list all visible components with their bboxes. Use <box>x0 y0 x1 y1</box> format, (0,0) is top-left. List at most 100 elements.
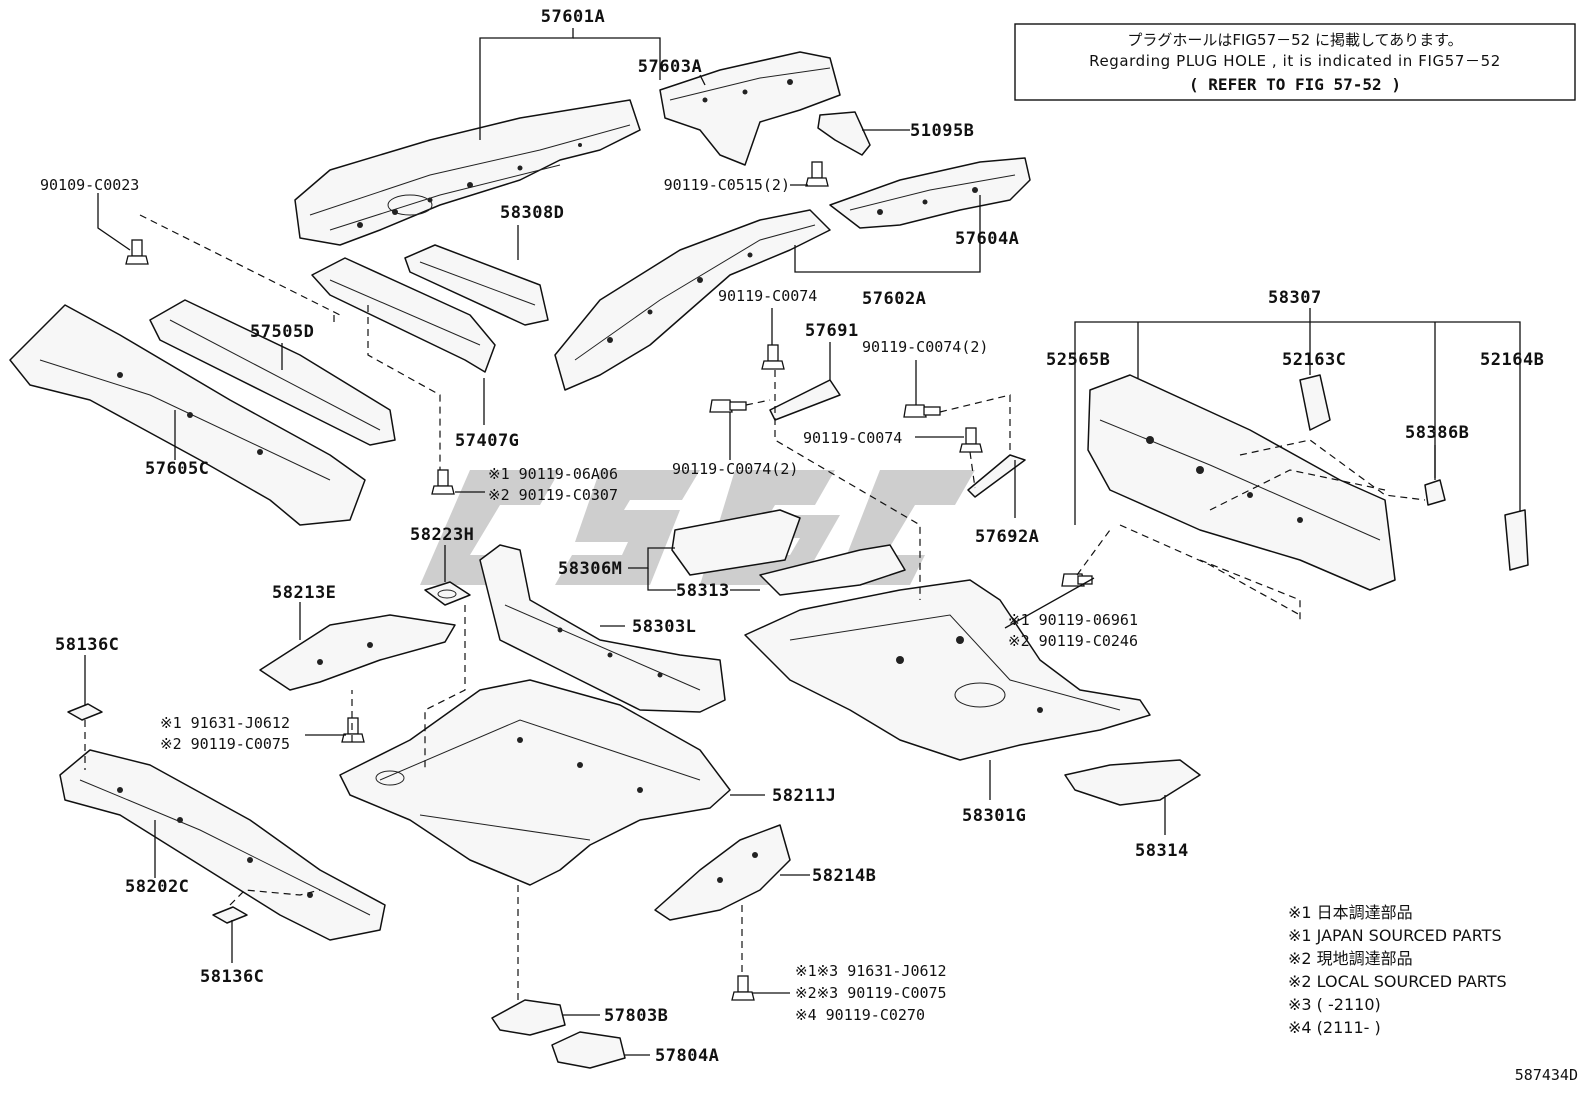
leader-lines <box>84 28 1521 1056</box>
part-57605C-crossmember[interactable] <box>9 304 366 526</box>
label-90119-C0075-a[interactable]: ※2 90119-C0075 <box>160 735 290 753</box>
label-57603A[interactable]: 57603A <box>638 57 702 77</box>
note-line-ref: ( REFER TO FIG 57-52 ) <box>1189 75 1401 94</box>
part-57604A-rail[interactable] <box>829 157 1031 229</box>
label-52565B[interactable]: 52565B <box>1046 350 1110 370</box>
label-90119-C0270[interactable]: ※4 90119-C0270 <box>795 1006 925 1024</box>
legend-line-1: ※1 日本調達部品 <box>1288 903 1413 922</box>
part-58308D-panel[interactable] <box>404 244 549 326</box>
part-58211J-center-floor[interactable] <box>339 679 731 886</box>
label-57604A[interactable]: 57604A <box>955 229 1019 249</box>
label-91631-J0612-a[interactable]: ※1 91631-J0612 <box>160 714 290 732</box>
label-57602A[interactable]: 57602A <box>862 289 926 309</box>
bolt-icon <box>805 161 829 187</box>
part-57804A-plate[interactable] <box>551 1031 626 1069</box>
label-52164B[interactable]: 52164B <box>1480 350 1544 370</box>
bolt-icon <box>959 427 983 453</box>
label-58314[interactable]: 58314 <box>1135 841 1189 861</box>
label-57605C[interactable]: 57605C <box>145 459 209 479</box>
legend-line-2: ※1 JAPAN SOURCED PARTS <box>1288 926 1502 945</box>
label-58307[interactable]: 58307 <box>1268 288 1322 308</box>
label-90119-C0074-b[interactable]: 90119-C0074 <box>803 429 902 447</box>
legend-line-6: ※4 (2111- ) <box>1288 1018 1381 1037</box>
bolt-icon <box>731 975 755 1001</box>
bolt-icon <box>709 399 747 413</box>
label-90119-C0074-2-a[interactable]: 90119-C0074(2) <box>862 338 988 356</box>
label-90119-06961[interactable]: ※1 90119-06961 <box>1008 611 1138 629</box>
part-58136C-pad-upper[interactable] <box>67 703 103 721</box>
part-58213E-panel[interactable] <box>259 614 456 691</box>
part-51095B-plate[interactable] <box>817 111 871 156</box>
legend-line-5: ※3 ( -2110) <box>1288 995 1381 1014</box>
bolt-icon <box>431 469 455 495</box>
part-52164B-bracket[interactable] <box>1504 509 1529 571</box>
label-52163C[interactable]: 52163C <box>1282 350 1346 370</box>
label-58214B[interactable]: 58214B <box>812 866 876 886</box>
legend-line-4: ※2 LOCAL SOURCED PARTS <box>1288 972 1507 991</box>
label-57505D[interactable]: 57505D <box>250 322 314 342</box>
part-58136C-pad-lower[interactable] <box>212 906 248 924</box>
part-58307-back-panel[interactable] <box>1087 374 1396 591</box>
label-58136C-upper[interactable]: 58136C <box>55 635 119 655</box>
part-58386B-clip[interactable] <box>1424 479 1446 506</box>
part-58314-panel[interactable] <box>1064 759 1201 806</box>
part-57602A-rail[interactable] <box>554 209 831 391</box>
label-57691[interactable]: 57691 <box>805 321 859 341</box>
part-58223H-gasket[interactable] <box>424 581 471 606</box>
sourcing-legend: ※1 日本調達部品 ※1 JAPAN SOURCED PARTS ※2 現地調達… <box>1288 903 1507 1037</box>
label-90119-C0246[interactable]: ※2 90119-C0246 <box>1008 632 1138 650</box>
part-57692A-bracket[interactable] <box>967 454 1026 498</box>
part-57407G-member[interactable] <box>311 257 496 373</box>
part-57803B-plate[interactable] <box>491 999 566 1036</box>
label-51095B[interactable]: 51095B <box>910 121 974 141</box>
label-91631-J0612-b[interactable]: ※1※3 91631-J0612 <box>795 962 947 980</box>
label-58313[interactable]: 58313 <box>676 581 730 601</box>
label-58386B[interactable]: 58386B <box>1405 423 1469 443</box>
label-90109-C0023[interactable]: 90109-C0023 <box>40 176 139 194</box>
bolt-icon <box>125 239 149 265</box>
part-52163C-bracket[interactable] <box>1299 374 1331 431</box>
part-58214B-panel[interactable] <box>654 824 791 921</box>
part-58202C-crossmember[interactable] <box>59 749 386 941</box>
label-58211J[interactable]: 58211J <box>772 786 836 806</box>
label-58136C-lower[interactable]: 58136C <box>200 967 264 987</box>
bolt-icon <box>341 717 365 743</box>
plug-hole-note: プラグホールはFIG57－52 に掲載してあります。 Regarding PLU… <box>1014 23 1576 101</box>
bolt-icon <box>1061 573 1093 587</box>
label-90119-C0515[interactable]: 90119-C0515(2) <box>664 176 790 194</box>
label-57692A[interactable]: 57692A <box>975 527 1039 547</box>
label-58308D[interactable]: 58308D <box>500 203 564 223</box>
part-58306M-panel[interactable] <box>671 509 801 576</box>
label-57803B[interactable]: 57803B <box>604 1006 668 1026</box>
part-57505D-panel[interactable] <box>149 299 396 446</box>
label-58223H[interactable]: 58223H <box>410 525 474 545</box>
note-line-en: Regarding PLUG HOLE , it is indicated in… <box>1089 52 1501 70</box>
label-57804A[interactable]: 57804A <box>655 1046 719 1066</box>
part-labels: 57601A 57603A 51095B 90119-C0515(2) 5760… <box>40 7 1544 1066</box>
label-90119-06A06[interactable]: ※1 90119-06A06 <box>488 465 618 483</box>
label-90119-C0075-b[interactable]: ※2※3 90119-C0075 <box>795 984 947 1002</box>
part-58303L-crossmember[interactable] <box>479 544 726 713</box>
label-58301G[interactable]: 58301G <box>962 806 1026 826</box>
bolt-icon <box>761 344 785 370</box>
note-frame <box>1014 23 1576 101</box>
dashed-assembly-lines <box>84 214 1426 1005</box>
part-57603A-bracket[interactable] <box>659 51 841 166</box>
part-58301G-rear-floor[interactable] <box>744 579 1151 761</box>
label-58306M[interactable]: 58306M <box>558 559 622 579</box>
label-58202C[interactable]: 58202C <box>125 877 189 897</box>
label-90119-C0074-a[interactable]: 90119-C0074 <box>718 287 817 305</box>
part-57691-bracket[interactable] <box>769 379 841 421</box>
label-58303L[interactable]: 58303L <box>632 617 696 637</box>
part-58313-panel[interactable] <box>759 544 906 596</box>
note-line-jp: プラグホールはFIG57－52 に掲載してあります。 <box>1127 31 1462 49</box>
part-57601A-rail[interactable] <box>294 99 641 246</box>
label-57601A[interactable]: 57601A <box>541 7 605 27</box>
label-57407G[interactable]: 57407G <box>455 431 519 451</box>
label-90119-C0074-2-b[interactable]: 90119-C0074(2) <box>672 460 798 478</box>
bolt-icon <box>903 404 941 418</box>
label-90119-C0307[interactable]: ※2 90119-C0307 <box>488 486 618 504</box>
label-58213E[interactable]: 58213E <box>272 583 336 603</box>
